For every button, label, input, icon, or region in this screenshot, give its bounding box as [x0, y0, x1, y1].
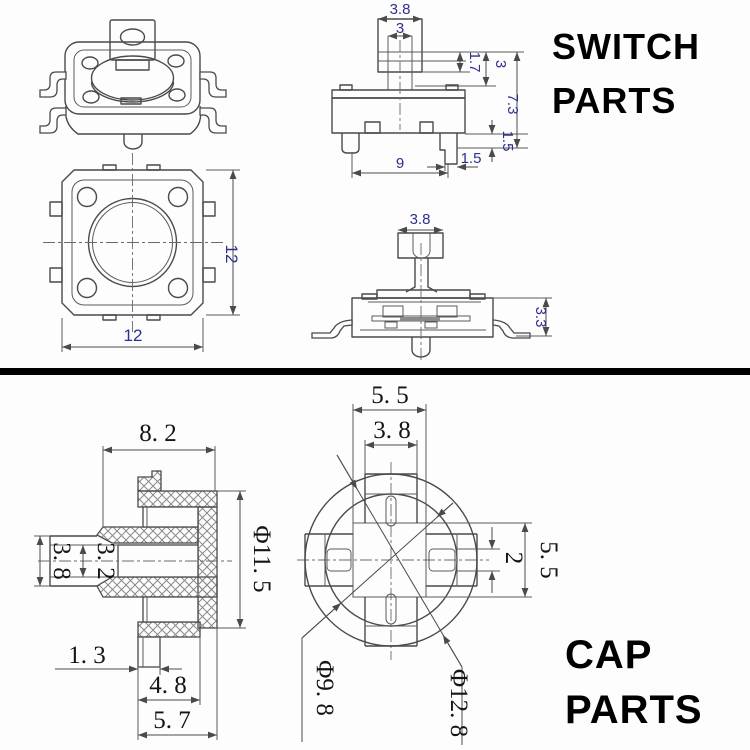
cap-parts-title: CAP PARTS	[565, 628, 703, 738]
dim-cap-base-width: 5. 7	[153, 707, 191, 734]
gull-wing-lead	[311, 319, 353, 339]
gull-wing-lead	[39, 71, 67, 98]
switch-title-line2: PARTS	[552, 80, 677, 121]
dim-top-body-width: 12	[124, 326, 143, 345]
dim-capbot-rib-slot-height: 2	[500, 552, 527, 565]
dim-front-stem-inner-width: 3	[396, 20, 404, 37]
cap-bottom-view: 5. 5 3. 8 5. 5 2 Φ9. 8 Φ12. 8	[297, 382, 562, 745]
dim-capbot-outer-diameter: Φ12. 8	[445, 669, 472, 737]
dim-front-step-height: 1.7	[466, 52, 483, 73]
cap-title-line1: CAP	[565, 633, 653, 677]
dim-cap-rim-offset: 1. 3	[68, 642, 106, 669]
dim-cap-hole-height: 3. 2	[92, 542, 119, 580]
cap-title-line2: PARTS	[565, 688, 703, 732]
switch-side-view: 3.8 3.3	[311, 211, 552, 362]
gull-wing-lead	[39, 107, 67, 134]
section-divider	[0, 368, 750, 375]
dim-front-leg-width: 1.5	[461, 150, 482, 167]
dim-cap-stem-height: 3. 8	[48, 542, 75, 580]
switch-top-view: 12 12	[43, 153, 241, 352]
dim-front-total-height: 7.3	[504, 94, 521, 115]
gull-wing-lead	[199, 71, 227, 98]
dim-cap-outer-diameter: Φ11. 5	[248, 525, 275, 592]
dim-capbot-hub-width: 5. 5	[371, 382, 409, 409]
switch-front-view: 3.8 3 1.7 3 7.3 1.5 1.5 9	[331, 1, 528, 178]
switch-perspective-view	[39, 19, 227, 150]
dim-side-stem-width: 3.8	[410, 211, 431, 228]
gull-wing-lead	[199, 107, 227, 134]
dim-side-body-height: 3.3	[532, 307, 549, 328]
switch-title-line1: SWITCH	[552, 26, 700, 67]
gull-wing-lead	[492, 319, 531, 339]
dim-cap-skirt-width: 4. 8	[149, 672, 187, 699]
switch-parts-title: SWITCH PARTS	[552, 20, 700, 128]
dim-capbot-inner-diameter: Φ9. 8	[311, 660, 338, 716]
dim-front-leg-height: 1.5	[499, 131, 516, 152]
dim-front-stem-outer-width: 3.8	[390, 1, 411, 18]
dim-front-stem-height: 3	[492, 60, 509, 68]
cap-section-view: 8. 2 Φ11. 5 3. 8 3. 2 1. 3 4. 8 5. 7	[34, 420, 275, 740]
dim-capbot-slot-width: 3. 8	[373, 417, 411, 444]
dim-top-body-height: 12	[222, 245, 241, 264]
dim-capbot-hub-height: 5. 5	[535, 541, 562, 579]
dim-cap-top-width: 8. 2	[139, 420, 177, 447]
dim-front-lead-span: 9	[396, 155, 404, 172]
